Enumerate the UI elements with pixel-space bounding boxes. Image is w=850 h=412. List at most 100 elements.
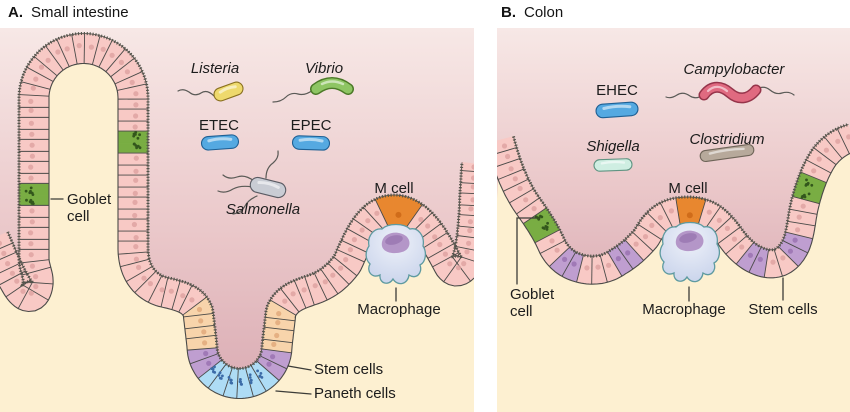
cell-nucleus [584, 265, 590, 271]
cell-divider [778, 246, 799, 267]
cell-divider [207, 363, 227, 389]
cell-nucleus [29, 208, 35, 214]
salmonella-flagella [217, 150, 279, 215]
cell-divider [222, 367, 233, 397]
cell-divider [110, 57, 135, 78]
cell-divider [304, 276, 315, 306]
cell-nucleus [266, 361, 272, 367]
cell-nucleus [461, 261, 467, 267]
cell-divider [576, 254, 584, 283]
panel-b-letter: B. [501, 4, 516, 21]
campylobacter-flagellum [665, 92, 704, 99]
goblet-granule [539, 214, 542, 218]
clostridium-bacterium [699, 143, 755, 163]
cell-divider [792, 196, 820, 205]
goblet-granule [29, 189, 32, 193]
cell-nucleus [508, 166, 514, 172]
salmonella-flagellum [217, 185, 253, 193]
cell-divider [256, 360, 280, 381]
goblet-granule [31, 193, 35, 197]
paneth-granule [213, 365, 216, 369]
cell-divider [114, 71, 143, 85]
cell-nucleus [29, 219, 35, 225]
cell-divider [147, 275, 163, 303]
cell-nucleus [633, 241, 639, 247]
goblet-granule [24, 189, 28, 193]
cell-divider [262, 338, 293, 344]
cell-nucleus [28, 98, 34, 104]
cell-divider [717, 226, 741, 245]
cell-nucleus [447, 261, 453, 267]
goblet-granule [803, 195, 807, 199]
campylobacter-flagellum [756, 86, 795, 96]
cell-nucleus [136, 264, 142, 270]
cell-nucleus [724, 225, 731, 231]
cell-divider [120, 258, 150, 268]
epithelial-cell [459, 192, 474, 206]
cell-divider [197, 359, 223, 379]
epithelial-cell [18, 239, 50, 250]
paneth-cells-label-a: Paneth cells [314, 385, 396, 402]
epithelial-cell [117, 98, 149, 110]
cell-nucleus [792, 237, 798, 243]
cell-nucleus [76, 43, 82, 49]
cell-nucleus [706, 209, 712, 215]
cell-nucleus [196, 306, 203, 313]
cell-nucleus [131, 221, 137, 228]
goblet-label-b-line1: Goblet [510, 286, 555, 303]
cell-divider [264, 326, 294, 332]
cell-nucleus [846, 134, 850, 140]
cell-nucleus [347, 247, 353, 253]
cell-nucleus [523, 197, 529, 203]
cell-nucleus [467, 219, 473, 225]
goblet-granule [544, 225, 548, 228]
cell-divider [0, 262, 22, 274]
cell-divider [534, 229, 560, 244]
cell-divider [421, 232, 448, 250]
epithelium-a [0, 32, 474, 400]
cell-divider [333, 256, 358, 277]
cell-nucleus [206, 360, 212, 366]
cell-divider [497, 158, 521, 167]
cell-nucleus [133, 235, 139, 241]
shigella-body [593, 158, 633, 172]
cell-nucleus [159, 287, 165, 293]
cell-divider [183, 312, 214, 318]
paneth-granule [259, 372, 263, 375]
goblet-granule [135, 146, 139, 150]
cell-nucleus [30, 85, 36, 91]
goblet-granule [545, 228, 549, 231]
cell-nucleus [322, 279, 328, 285]
cell-nucleus [141, 275, 147, 281]
cell-nucleus [455, 265, 462, 271]
cell-nucleus [9, 270, 15, 276]
cell-nucleus [595, 264, 601, 270]
panel-b-title-text: Colon [524, 4, 564, 21]
cell-nucleus [28, 252, 34, 258]
cell-divider [363, 207, 384, 230]
cell-divider [497, 147, 517, 154]
cell-nucleus [28, 175, 34, 181]
cell-divider [261, 348, 292, 354]
cell-nucleus [168, 288, 174, 294]
cell-divider [269, 299, 297, 316]
goblet-granule [807, 192, 811, 196]
goblet-granule [537, 217, 541, 221]
cell-nucleus [55, 49, 61, 55]
salmonella-bacterium [249, 176, 287, 199]
cell-divider [461, 170, 474, 172]
cell-nucleus [28, 241, 34, 247]
cell-nucleus [470, 197, 474, 203]
cell-nucleus [133, 155, 139, 161]
paneth-granule [229, 381, 233, 385]
listeria-bacterium [213, 81, 244, 102]
stem-pointer-a [287, 365, 312, 371]
epithelial-cell [18, 227, 50, 240]
cell-nucleus [201, 329, 207, 335]
cell-divider [178, 285, 193, 313]
cell-divider [259, 355, 287, 370]
cell-nucleus [517, 185, 523, 192]
cell-divider [459, 192, 474, 194]
vibrio-flagellum [272, 89, 314, 103]
